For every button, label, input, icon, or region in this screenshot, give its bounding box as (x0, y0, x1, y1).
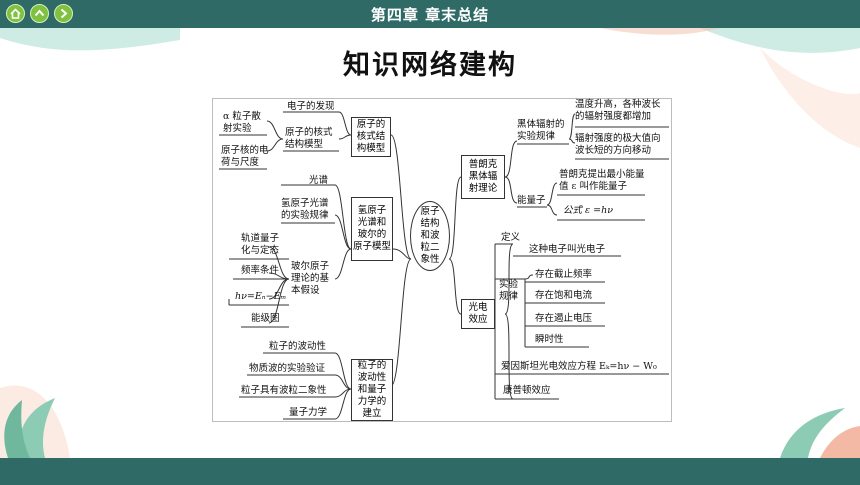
blackbody-fact-1: 温度升高，各种波长 的辐射强度都增加 (575, 99, 661, 122)
particle-wave-nature-label: 粒子的波动性 (269, 341, 327, 352)
energy-quantum-formula: 公式 ε =hν (563, 205, 613, 216)
energy-transition-formula: hν=Eₙ−Eₘ (235, 291, 287, 302)
hydrogen-spectrum-law-label: 氢原子光谱 的实验规律 (281, 198, 329, 221)
nuclear-model-label: 原子的核式 结构模型 (285, 127, 333, 150)
chevron-up-icon (34, 9, 45, 17)
definition-label: 定义 (501, 232, 521, 243)
orbit-quantization-label: 轨道量子 化与定态 (241, 233, 280, 256)
saturation-current-label: 存在饱和电流 (535, 290, 593, 301)
previous-button[interactable] (30, 4, 49, 23)
planck-theory-node: 普朗克 黑体辐 射理论 (461, 155, 505, 199)
map-connector-lines (219, 111, 669, 420)
compton-effect-label: 康普顿效应 (503, 385, 551, 396)
matter-wave-verification-label: 物质波的实验验证 (249, 363, 326, 374)
alpha-scattering-label: α 粒子散 射实验 (223, 111, 261, 134)
spectrum-label: 光谱 (309, 175, 329, 186)
nucleus-charge-size-label: 原子核的电 荷与尺度 (221, 145, 269, 168)
blackbody-law-label: 黑体辐射的 实验规律 (517, 119, 565, 142)
home-button[interactable] (6, 4, 25, 23)
center-node: 原子 结构 和波 粒二 象性 (410, 201, 450, 271)
page-title: 知识网络建构 (343, 50, 517, 81)
blackbody-fact-2: 辐射强度的极大值向 波长短的方向移动 (575, 133, 661, 156)
wave-particle-duality-label: 粒子具有波粒二象性 (241, 385, 327, 396)
bohr-model-node: 氢原子 光谱和 玻尔的 原子模型 (351, 197, 393, 261)
bohr-postulates-label: 玻尔原子 理论的基 本假设 (291, 261, 330, 296)
chapter-title: 第四章 章末总结 (370, 6, 490, 24)
nuclear-model-node: 原子的 核式结 构模型 (351, 117, 391, 157)
photoelectron-definition: 这种电子叫光电子 (529, 244, 606, 255)
einstein-equation: 爱因斯坦光电效应方程 Eₖ=hν − W₀ (501, 361, 657, 372)
electron-discovery-label: 电子的发现 (287, 101, 335, 112)
instantaneity-label: 瞬时性 (535, 334, 564, 345)
stopping-voltage-label: 存在遏止电压 (535, 313, 593, 324)
bottom-bar (0, 458, 860, 485)
background-decoration (0, 28, 860, 458)
energy-level-diagram-label: 能级图 (251, 313, 280, 324)
quantum-mechanics-node: 粒子的 波动性 和量子 力学的 建立 (351, 359, 393, 421)
cutoff-frequency-label: 存在截止频率 (535, 269, 593, 280)
energy-quantum-label: 能量子 (517, 195, 546, 206)
knowledge-map: 原子 结构 和波 粒二 象性 原子的 核式结 构模型 电子的发现 原子的核式 结… (212, 98, 672, 422)
next-button[interactable] (54, 4, 73, 23)
top-bar: 第四章 章末总结 (0, 0, 860, 28)
chevron-right-icon (60, 8, 68, 19)
quantum-mechanics-label: 量子力学 (289, 407, 328, 418)
home-icon (10, 8, 21, 19)
frequency-condition-label: 频率条件 (241, 265, 280, 276)
experimental-law-label: 实验 规律 (499, 279, 519, 302)
planck-minimum-energy-label: 普朗克提出最小能量 值 ε 叫作能量子 (559, 169, 645, 192)
photoelectric-effect-node: 光电 效应 (461, 299, 495, 329)
